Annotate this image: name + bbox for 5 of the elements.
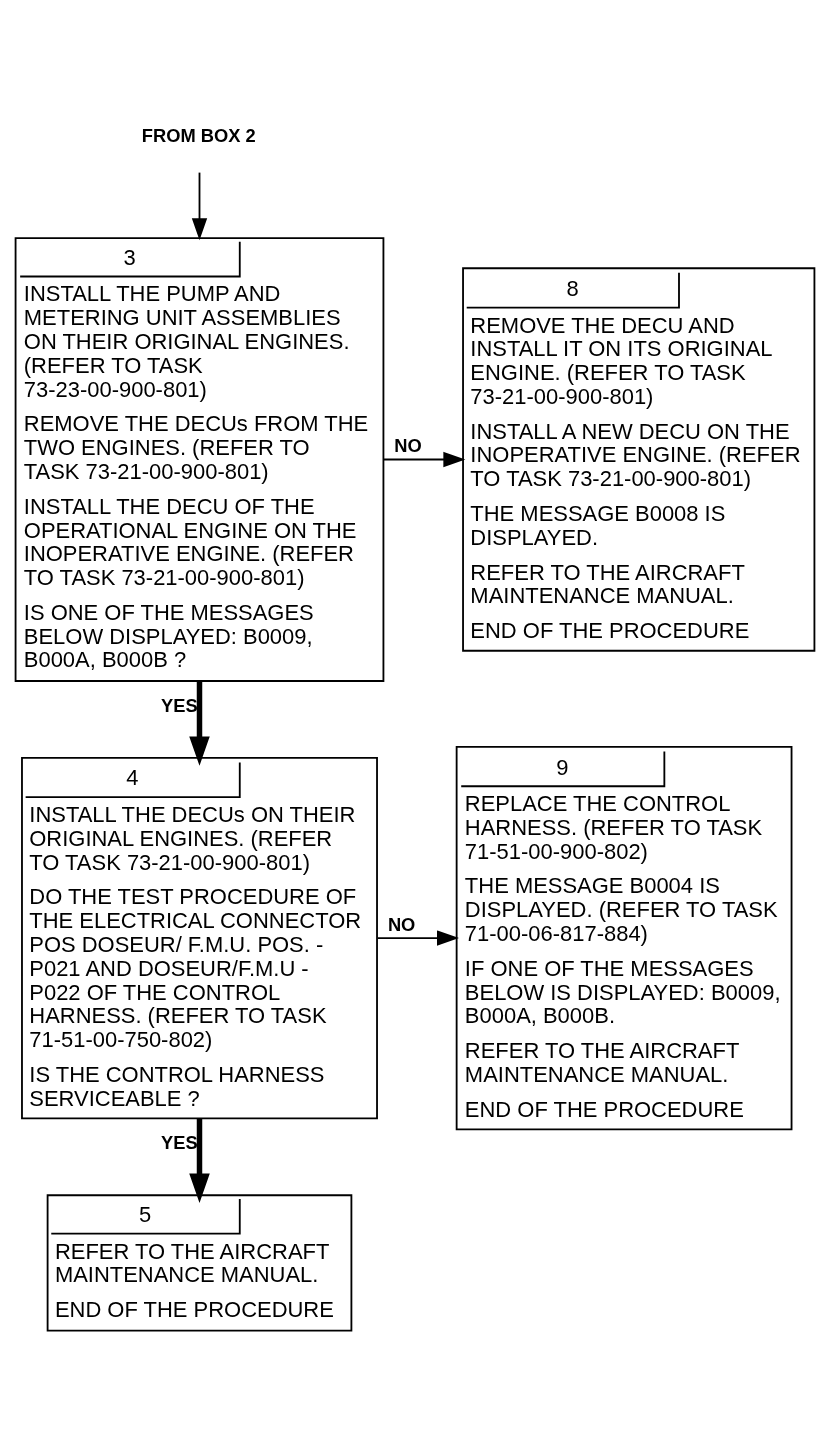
edge-label: YES — [161, 1131, 198, 1153]
edge-label: NO — [394, 434, 422, 456]
edge-label: NO — [387, 913, 416, 935]
node-text: FROM BOX 2 — [141, 124, 256, 146]
edge-label: YES — [161, 694, 198, 716]
